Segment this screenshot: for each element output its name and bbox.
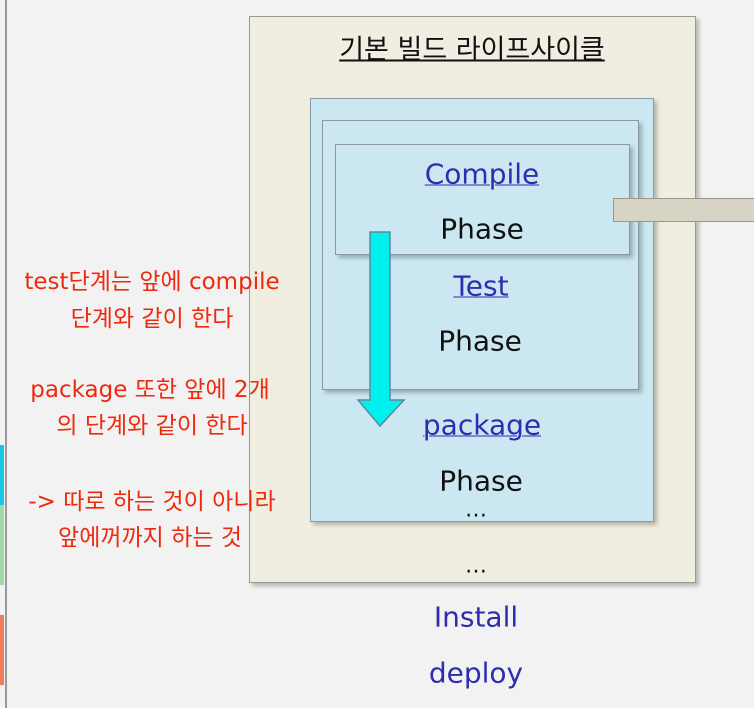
left-strip-cyan [0,445,4,505]
note-line: 의 단계와 같이 한다 [56,413,248,439]
deploy-phase: deploy [428,656,524,690]
left-strip-green [0,505,4,585]
diagram-title: 기본 빌드 라이프사이클 [339,34,605,66]
note-line: 앞에꺼까지 하는 것 [58,525,242,551]
package-link[interactable]: package [422,408,542,442]
note-line: 단계와 같이 한다 [70,306,234,332]
outer-ellipsis: … [465,553,487,579]
left-edge-divider [5,0,7,708]
connector-bar [613,198,754,222]
package-phase-label: Phase [439,464,523,498]
left-strip-red [0,615,4,685]
inner-ellipsis: … [465,497,487,523]
note-line: package 또한 앞에 2개 [30,377,270,403]
note-line: test단계는 앞에 compile [24,269,280,295]
note-line: -> 따로 하는 것이 아니라 [28,489,276,515]
install-phase: Install [433,600,519,634]
down-arrow-icon [356,231,406,428]
compile-link[interactable]: Compile [424,157,540,191]
compile-phase-label: Phase [440,212,524,246]
test-phase-label: Phase [438,324,522,358]
test-link[interactable]: Test [453,269,509,303]
